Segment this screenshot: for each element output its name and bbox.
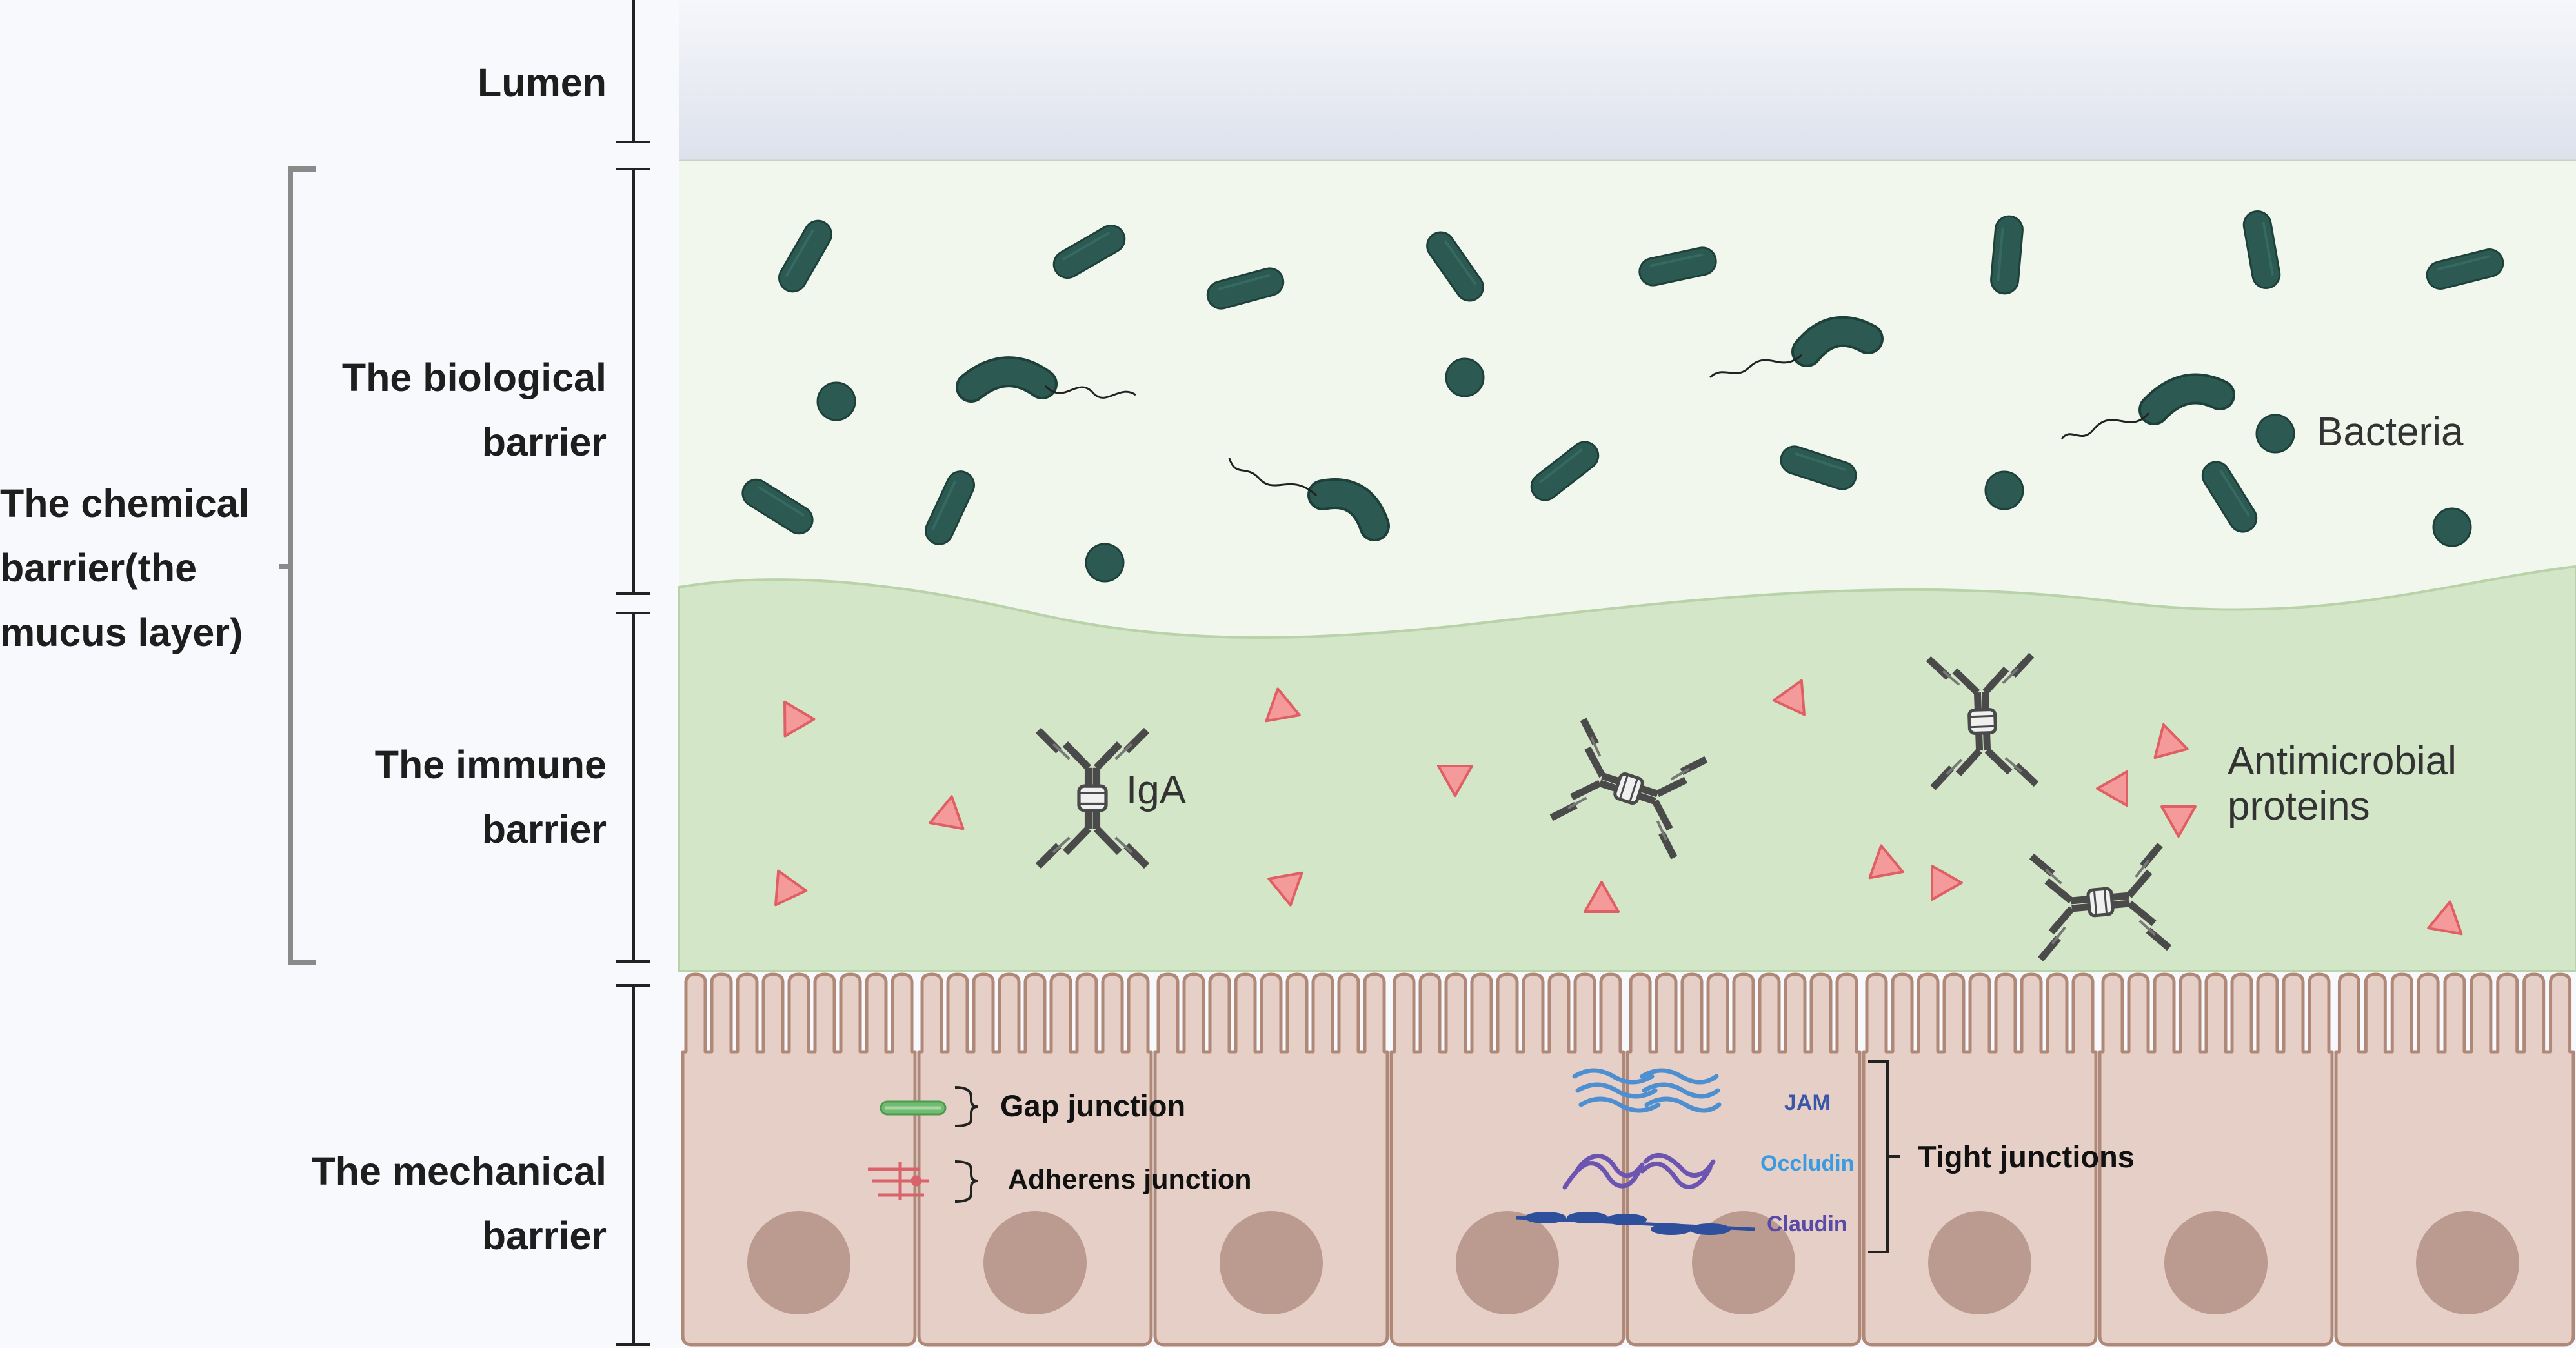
- cell-nucleus: [1692, 1211, 1795, 1314]
- epithelial-cells: [681, 972, 2575, 1347]
- lumen-label: Lumen: [478, 61, 607, 105]
- bacterium-coccus: [2255, 414, 2295, 454]
- cell-nucleus: [1456, 1211, 1559, 1314]
- immune-barrier-label: The immune barrier: [374, 743, 607, 851]
- lumen-layer: [679, 0, 2576, 161]
- bacteria-group: [736, 208, 2508, 583]
- cell-nucleus: [2416, 1211, 2519, 1314]
- antimicrobial-proteins-label: Antimicrobial proteins: [2228, 739, 2457, 829]
- cell-nucleus: [747, 1211, 850, 1314]
- tight-junctions-label: Tight junctions: [1918, 1140, 2135, 1174]
- jam-protein: [1572, 1068, 1722, 1113]
- gap-junction-label: Gap junction: [1000, 1089, 1186, 1123]
- epithelial-cell: [681, 972, 917, 1347]
- jam-label: JAM: [1784, 1091, 1831, 1115]
- claudin-protein: [1516, 1212, 1756, 1235]
- cell-nucleus: [1220, 1211, 1323, 1314]
- gap-junction-protein: [880, 1100, 947, 1116]
- epithelial-cell: [2098, 972, 2334, 1347]
- bacterium-flagellated: [1709, 316, 1884, 379]
- claudin-label: Claudin: [1767, 1212, 1847, 1236]
- chemical-barrier-label: The chemical barrier(the mucus layer): [0, 481, 250, 654]
- cell-nucleus: [983, 1211, 1087, 1314]
- cell-nucleus: [1928, 1211, 2031, 1314]
- epithelial-cell: [1862, 972, 2098, 1347]
- layer-axis: [616, 0, 650, 1346]
- tight-junction-bracket: [1868, 1060, 1900, 1253]
- bacterium-coccus: [1085, 543, 1125, 583]
- gap-junction-bracket: [954, 1086, 978, 1127]
- chemical-barrier-bracket: [279, 166, 316, 965]
- immune-layer: [678, 565, 2576, 972]
- mechanical-barrier-label: The mechanical barrier: [311, 1149, 607, 1258]
- biological-barrier-label: The biological barrier: [341, 356, 607, 464]
- biological-layer: [679, 161, 2576, 652]
- bacterium-coccus: [1984, 470, 2024, 510]
- epithelial-cell: [1389, 972, 1625, 1347]
- epithelial-cell: [1625, 972, 1862, 1347]
- epithelial-cell: [917, 972, 1153, 1347]
- epithelial-cell: [1153, 972, 1389, 1347]
- junction-brackets: [954, 1060, 1900, 1253]
- occludin-label: Occludin: [1760, 1151, 1855, 1176]
- bacterium-rod: [1988, 214, 2026, 296]
- bacterium-flagellated: [956, 356, 1136, 403]
- iga-label: IgA: [1126, 768, 1187, 812]
- occludin-protein: [1562, 1152, 1716, 1190]
- adherens-junction-protein: [868, 1162, 929, 1200]
- bacterium-coccus: [816, 381, 856, 421]
- bacterium-flagellated: [1228, 458, 1390, 541]
- bacterium-coccus: [1445, 357, 1485, 397]
- cell-nucleus: [2164, 1211, 2268, 1314]
- adherens-junction-bracket: [954, 1160, 978, 1203]
- bacterium-coccus: [2432, 507, 2472, 547]
- bacteria-label: Bacteria: [2317, 410, 2464, 454]
- bacterium-flagellated: [2060, 373, 2235, 439]
- adherens-junction-label: Adherens junction: [1008, 1164, 1252, 1195]
